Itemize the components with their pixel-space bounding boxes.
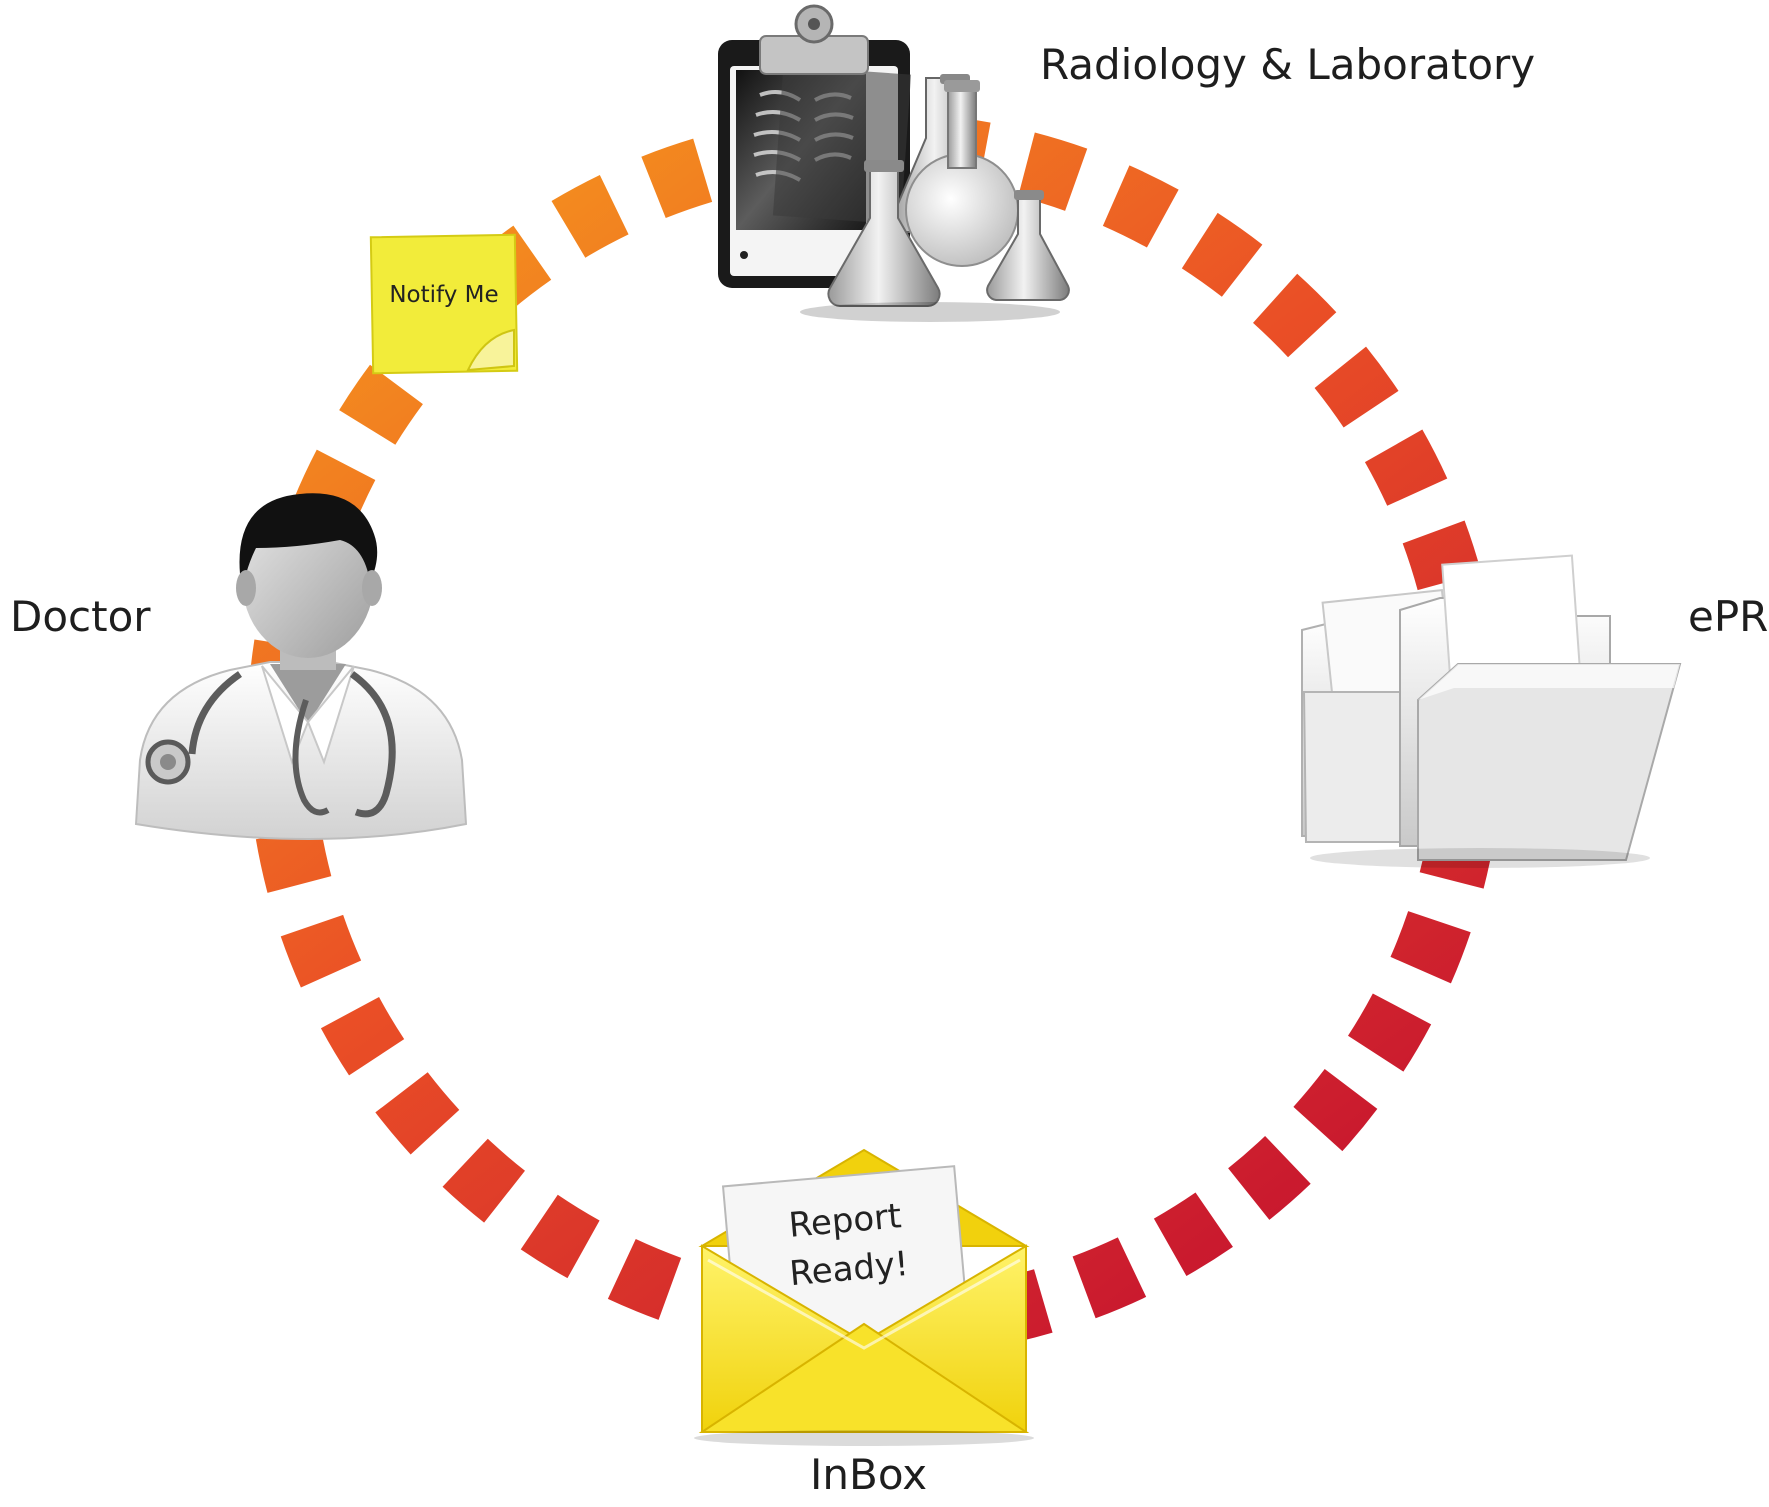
epr-label: ePR <box>1688 592 1769 641</box>
inbox-label: InBox <box>810 1450 928 1499</box>
doctor-label: Doctor <box>10 592 151 641</box>
xray-clipboard-and-flasks-icon <box>718 4 1070 322</box>
open-envelope-icon: Report Ready! <box>694 1148 1034 1446</box>
sticky-note: Notify Me <box>369 233 519 375</box>
folders-icon <box>1301 554 1682 868</box>
lab-label: Radiology & Laboratory <box>1040 40 1536 89</box>
doctor-avatar-icon <box>134 493 468 840</box>
sticky-note-text: Notify Me <box>389 282 498 308</box>
letter-line1: Report <box>787 1196 903 1246</box>
